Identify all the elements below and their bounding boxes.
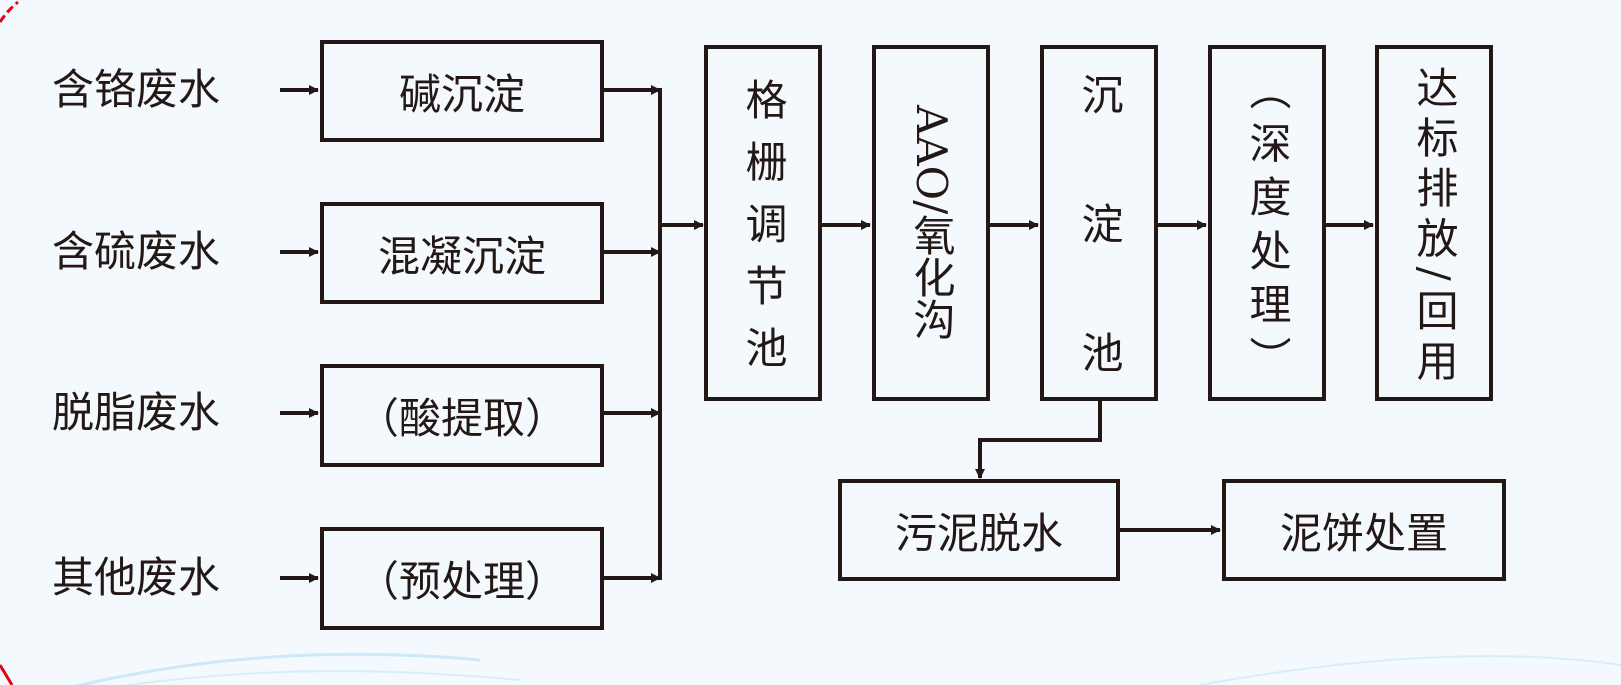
input-label-other-wastewater: 其他废水 [52,553,221,602]
box-text: AAO/氧化沟 [907,105,956,341]
decor-blue-wave [74,652,481,685]
box-acid-extraction: （酸提取） [320,364,604,467]
box-text: 沉淀池 [1075,73,1124,373]
decor-blue-wave [1199,655,1621,685]
input-label-degreasing-wastewater: 脱脂废水 [52,388,221,437]
box-coagulation-precipitation: 混凝沉淀 [320,202,604,304]
sludge-branch-arrow [975,400,1102,479]
box-sludge-cake-disposal: 泥饼处置 [1222,479,1506,581]
box-text: （深度处理） [1243,68,1292,378]
box-sedimentation-tank: 沉淀池 [1040,45,1158,401]
box-discharge-reuse: 达标排放/回用 [1375,45,1493,401]
decor-red-arc-bottom [0,664,14,685]
box-pretreatment: （预处理） [320,527,604,630]
box-text: 达标排放/回用 [1410,65,1459,381]
input-label-chromium-wastewater: 含铬废水 [52,65,221,114]
decor-blue-wave [120,670,521,685]
box-aao-oxidation-ditch: AAO/氧化沟 [872,45,990,401]
box-screen-equalization-tank: 格栅调节池 [704,45,822,401]
box-sludge-dewatering: 污泥脱水 [838,479,1120,581]
box-advanced-treatment: （深度处理） [1208,45,1326,401]
input-label-sulfur-wastewater: 含硫废水 [52,227,221,276]
box-alkali-precipitation: 碱沉淀 [320,40,604,142]
box-text: 格栅调节池 [739,78,788,368]
decor-red-arc-top [0,0,19,23]
